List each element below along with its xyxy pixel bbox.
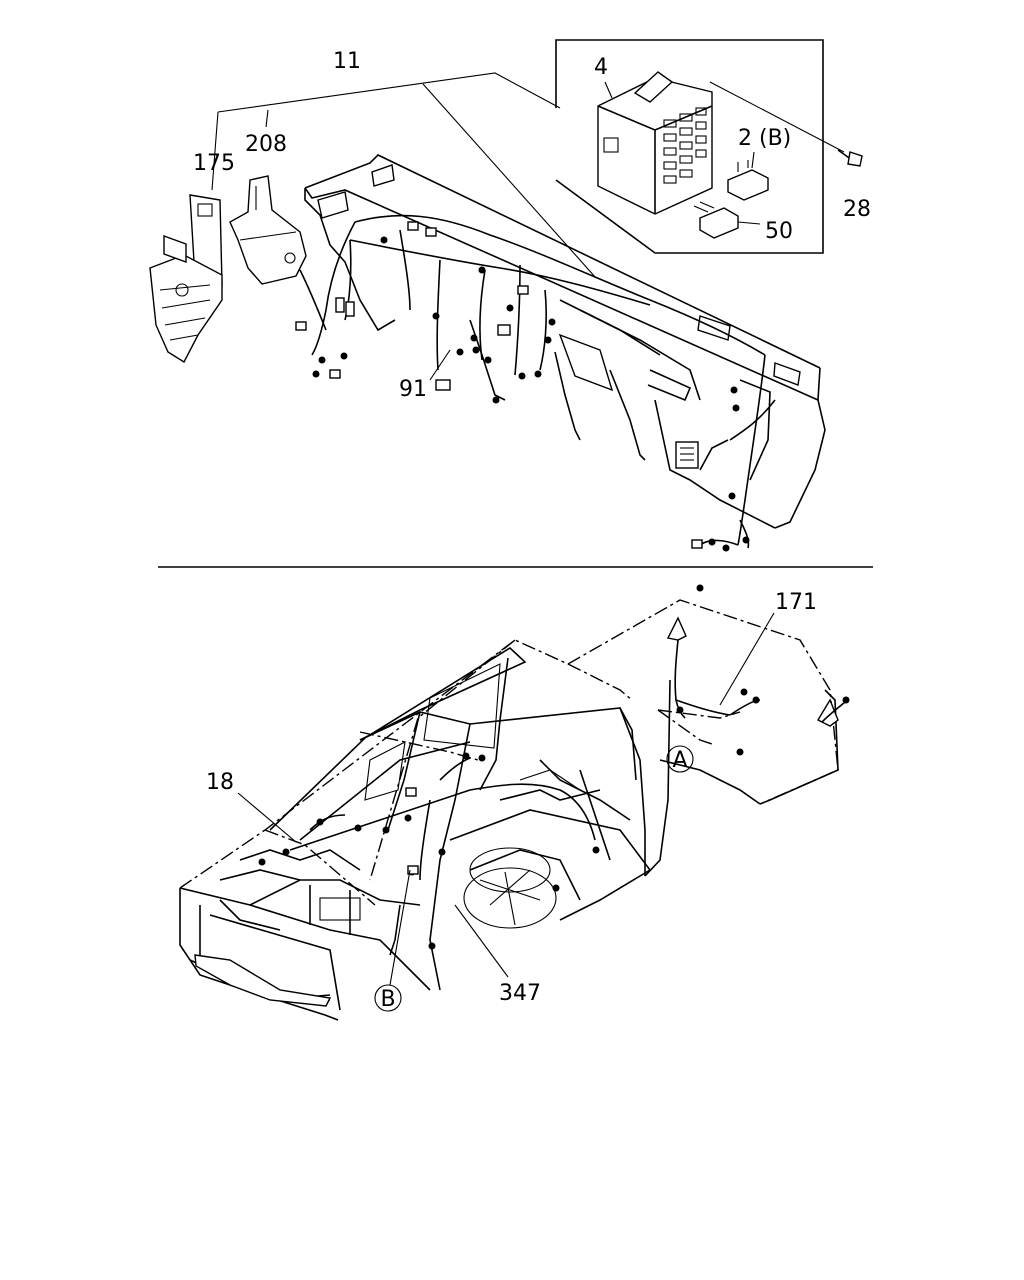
instrument-harness-wires [299,214,776,549]
vehicle-front-end [179,849,431,1021]
relay-part-2b [727,160,769,201]
marker-a: A [666,745,694,773]
callout-label-11: 11 [333,49,361,74]
callout-label-175: 175 [193,151,235,176]
fuse-box-inset [555,39,845,254]
fuse-slots [663,107,707,184]
instrument-panel-harness-section: 11 4 2 (B) 28 50 175 208 91 [149,39,871,552]
dashboard-outline [304,154,826,529]
vehicle-body-section: A B 171 18 347 [179,584,850,1021]
callout-label-50: 50 [765,219,793,244]
callout-91-leader [429,349,451,381]
bracket-part-175 [149,194,223,363]
relay-part-50 [693,201,761,239]
bolt-part-28 [837,149,863,167]
callout-label-18: 18 [206,770,234,795]
callout-label-171: 171 [775,590,817,615]
marker-b-label: B [380,987,395,1012]
bracket-part-208 [229,175,307,285]
body-callout-leaders [237,612,775,986]
callout-label-347: 347 [499,981,541,1006]
vehicle-cab-frame [269,646,652,991]
callout-label-28: 28 [843,197,871,222]
callout-label-208: 208 [245,132,287,157]
callout-label-91: 91 [399,377,427,402]
marker-b: B [374,984,402,1012]
body-harness-connectors [258,584,850,950]
callout-label-4: 4 [594,55,608,80]
callout-label-2b: 2 (B) [738,126,791,151]
instrument-harness-connectors [295,221,750,552]
body-harness-wires [289,639,846,881]
vehicle-rear-bed [644,616,839,877]
marker-a-label: A [672,748,687,773]
